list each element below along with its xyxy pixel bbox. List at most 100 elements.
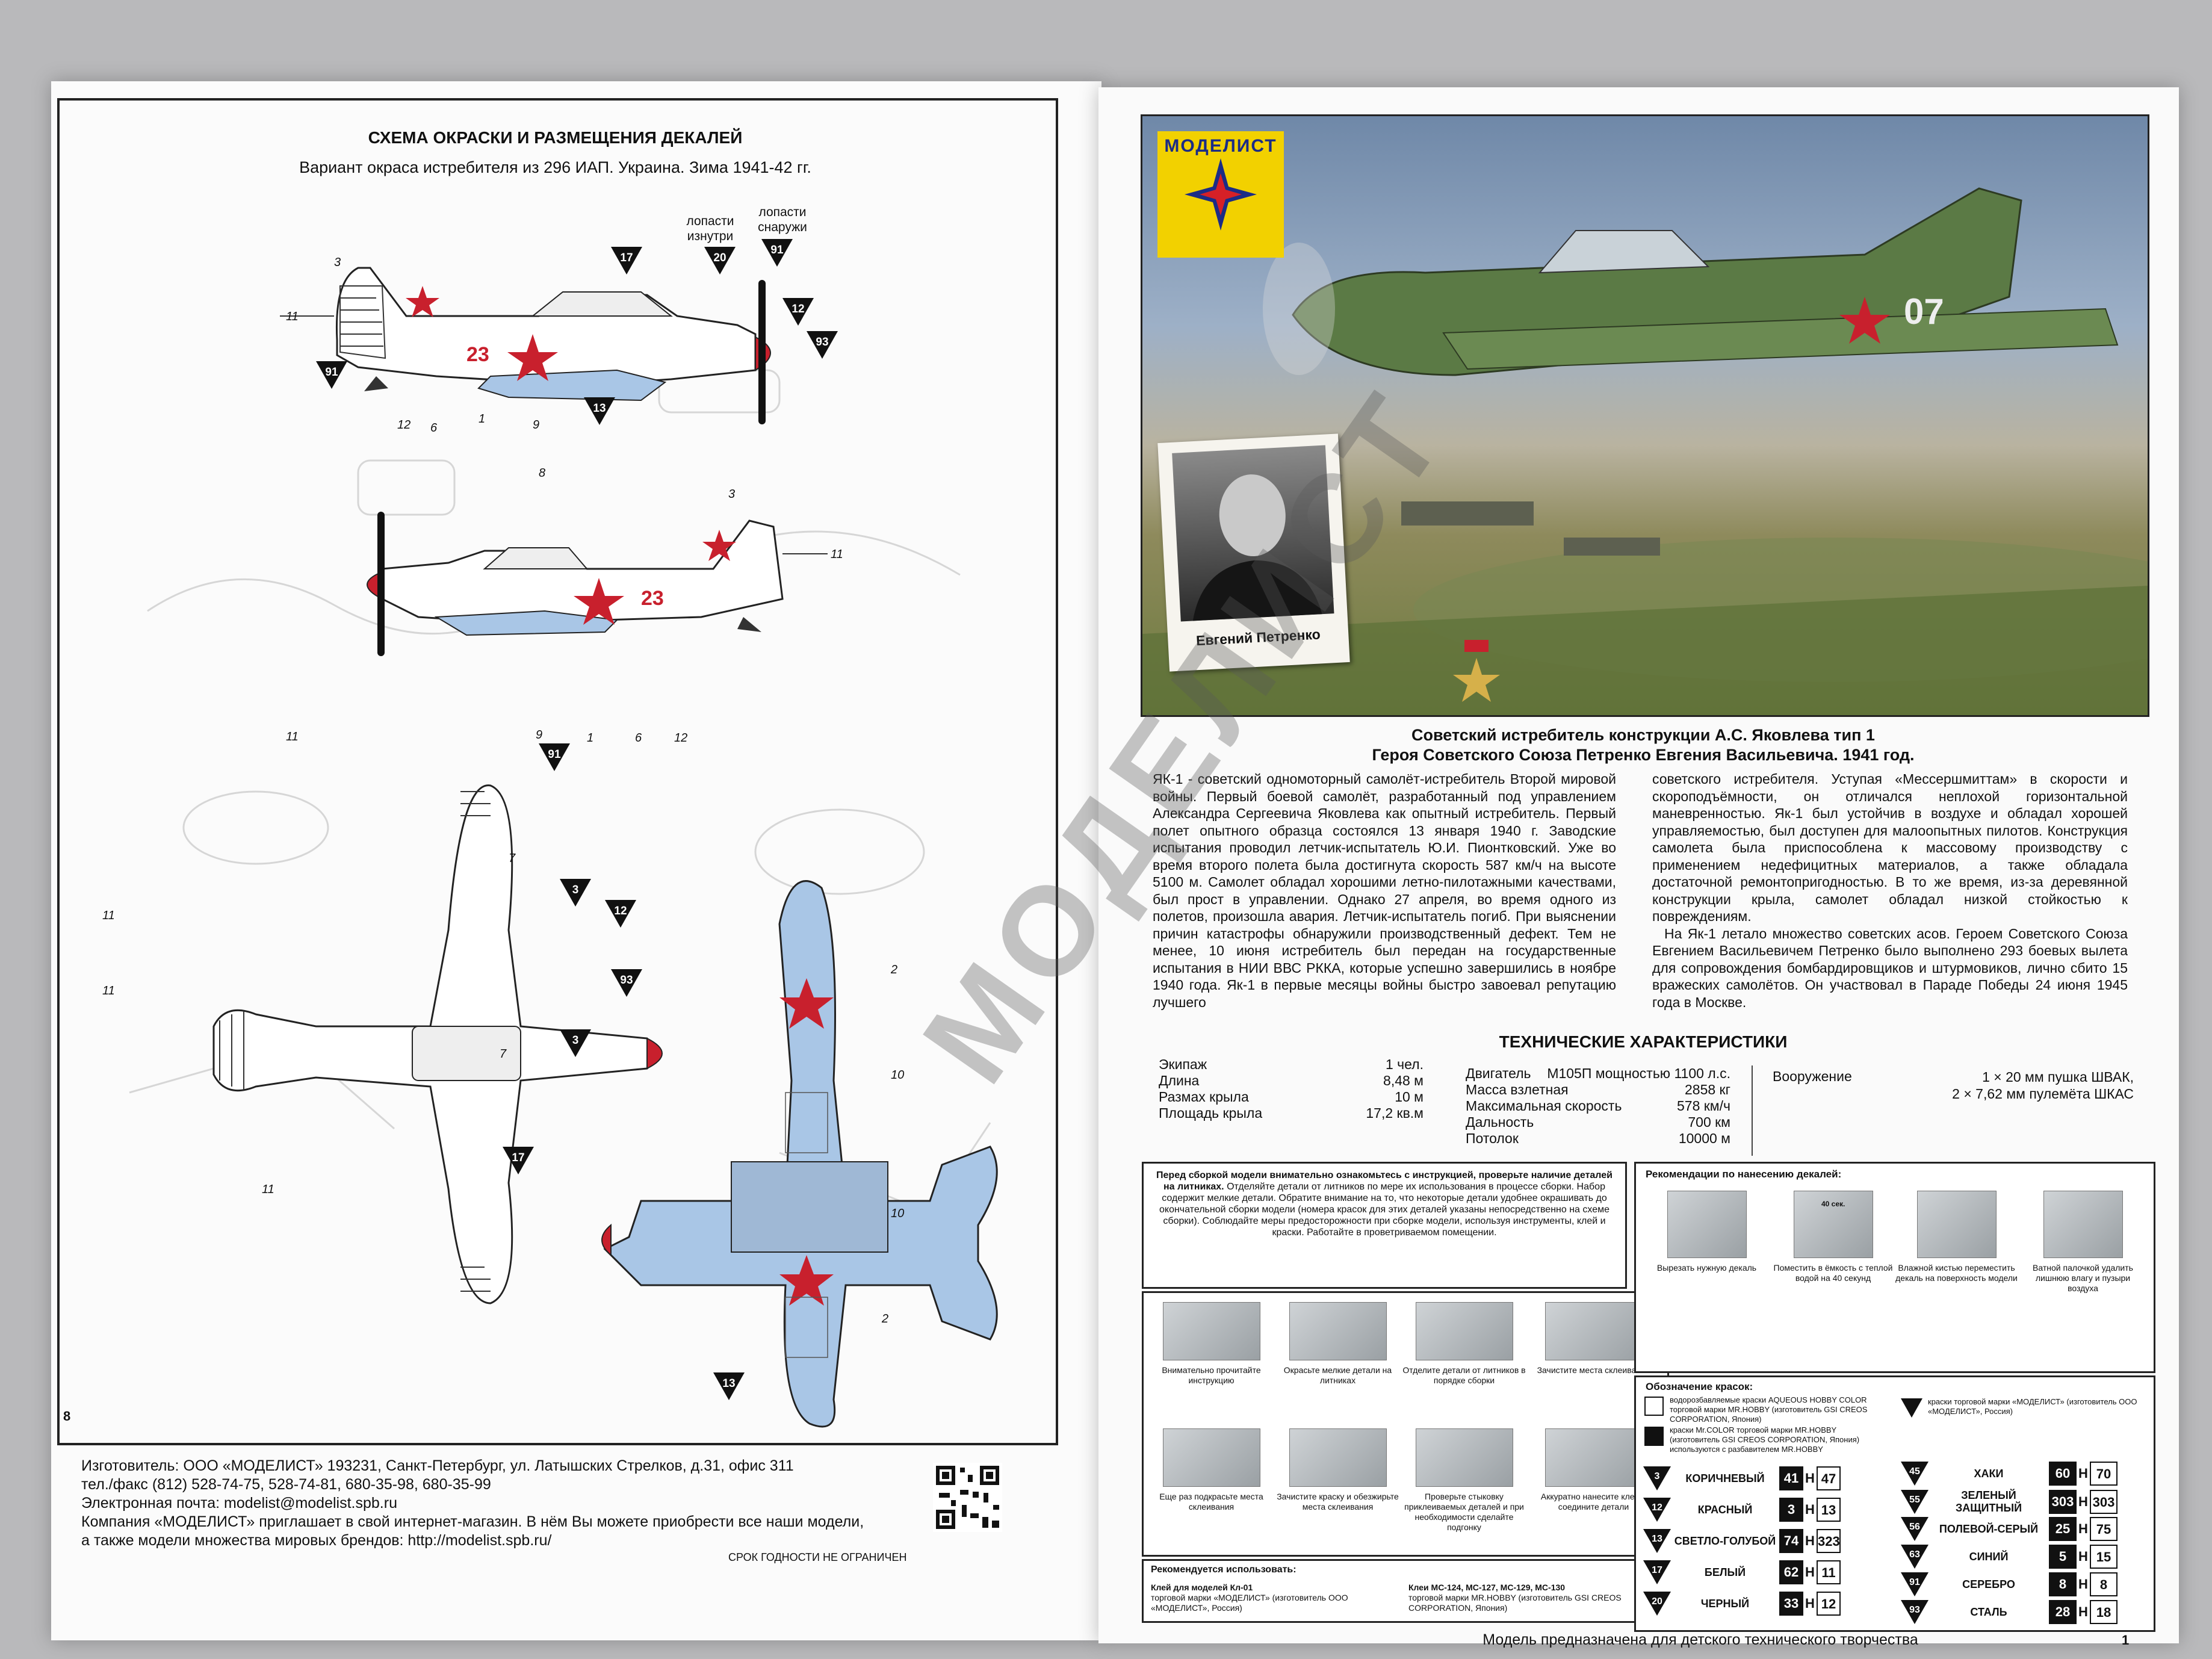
svg-text:17: 17 bbox=[512, 1152, 524, 1164]
propeller-2 bbox=[377, 512, 385, 656]
svg-text:91: 91 bbox=[1909, 1577, 1920, 1587]
paint-marker: 17 bbox=[611, 247, 642, 278]
tail-star bbox=[406, 286, 439, 317]
manufacturer-footer: Изготовитель: ООО «МОДЕЛИСТ» 193231, Сан… bbox=[81, 1457, 996, 1550]
step-1: Внимательно прочитайте инструкцию bbox=[1150, 1302, 1273, 1386]
paint-legend-mrcolor: краски Mr.COLOR торговой марки MR.HOBBY … bbox=[1670, 1425, 1860, 1454]
tail-ski bbox=[364, 376, 388, 391]
armament-values: 1 × 20 мм пушка ШВАК, 2 × 7,62 мм пулемё… bbox=[1899, 1068, 2134, 1102]
label-7d: 7 bbox=[500, 1047, 507, 1061]
tail-ski-2 bbox=[737, 617, 761, 632]
paint-title: Обозначение красок: bbox=[1646, 1381, 1753, 1392]
hero-star-medal bbox=[1453, 640, 1500, 702]
box-art-scene: 07 bbox=[1142, 187, 2148, 715]
paint-marker: 20 bbox=[704, 247, 736, 278]
painted-canopy bbox=[1538, 230, 1710, 274]
label-9a: 9 bbox=[533, 418, 540, 432]
bottom-view bbox=[601, 880, 998, 1428]
svg-text:93: 93 bbox=[1909, 1605, 1920, 1615]
label-6b: 6 bbox=[635, 731, 642, 745]
svg-text:55: 55 bbox=[1909, 1495, 1920, 1505]
label-10a: 10 bbox=[891, 1068, 905, 1082]
paint-marker: 91 bbox=[761, 239, 793, 270]
left-page: СХЕМА ОКРАСКИ И РАЗМЕЩЕНИЯ ДЕКАЛЕЙ Вариа… bbox=[51, 81, 1101, 1640]
footer-email[interactable]: Электронная почта: modelist@modelist.spb… bbox=[81, 1495, 397, 1512]
fuselage-outline bbox=[335, 267, 757, 386]
wing-star-lower bbox=[779, 1255, 834, 1306]
paint-marker: 3 bbox=[560, 879, 591, 910]
top-canopy bbox=[412, 1026, 521, 1081]
modelist-logo: МОДЕЛИСТ bbox=[1157, 131, 1284, 258]
blue-underside-2 bbox=[434, 610, 619, 636]
svg-text:13: 13 bbox=[593, 402, 606, 415]
scheme-subtitle: Вариант окраса истребителя из 296 ИАП. У… bbox=[299, 158, 811, 176]
decal-instructions: Рекомендации по нанесению декалей: Вырез… bbox=[1634, 1162, 2155, 1373]
wing-star-upper bbox=[779, 978, 834, 1029]
decal-timer: 40 сек. bbox=[1821, 1200, 1845, 1208]
notice-body: Отделяйте детали от литников по мере их … bbox=[1159, 1182, 1610, 1238]
armament-line2: 2 × 7,62 мм пулемёта ШКАС bbox=[1952, 1086, 2134, 1102]
paint-marker: 17 bbox=[503, 1147, 534, 1177]
svg-text:20: 20 bbox=[1652, 1596, 1662, 1607]
left-frame bbox=[57, 98, 1058, 1445]
blue-underside bbox=[477, 369, 667, 402]
footer-shop: Компания «МОДЕЛИСТ» приглашает в свой ин… bbox=[81, 1513, 864, 1530]
glue-title: Рекомендуется использовать: bbox=[1151, 1564, 1297, 1575]
step-3: Отделите детали от литников в порядке сб… bbox=[1402, 1302, 1526, 1386]
age-notice: Модель предназначена для детского технич… bbox=[1482, 1631, 1918, 1648]
glue-recommendation: Рекомендуется использовать: Клей для мод… bbox=[1142, 1559, 1669, 1623]
svg-text:13: 13 bbox=[1652, 1534, 1662, 1544]
label-12a: 12 bbox=[397, 418, 411, 432]
step-7: Проверьте стыковку приклеиваемых деталей… bbox=[1402, 1428, 1526, 1533]
label-11a: 11 bbox=[286, 310, 299, 323]
tail-star-2 bbox=[702, 530, 736, 561]
top-view bbox=[212, 784, 663, 1304]
right-page: 07 МОДЕЛИСТ Евгений Петренко Советский и… bbox=[1098, 87, 2179, 1648]
footer-url[interactable]: а также модели множества мировых брендов… bbox=[81, 1532, 552, 1549]
history-col2-p1: советского истребителя. Уступая «Мессерш… bbox=[1652, 771, 2128, 924]
svg-text:91: 91 bbox=[325, 366, 338, 379]
painted-star bbox=[1839, 297, 1890, 344]
footer-phone: тел./факс (812) 528-74-75, 528-74-81, 68… bbox=[81, 1476, 491, 1493]
paint-marker: 91 bbox=[539, 743, 570, 774]
specs-title: ТЕХНИЧЕСКИЕ ХАРАКТЕРИСТИКИ bbox=[1499, 1032, 1788, 1051]
svg-text:3: 3 bbox=[572, 1034, 579, 1047]
paint-marker: 12 bbox=[782, 298, 814, 329]
qr-code[interactable] bbox=[933, 1463, 1002, 1532]
step-6: Зачистите краску и обезжирьте места скле… bbox=[1276, 1428, 1399, 1512]
label-11f: 11 bbox=[262, 1183, 274, 1196]
fuselage-star bbox=[507, 334, 558, 381]
paint-marker: 13 bbox=[584, 397, 615, 428]
portrait-photo bbox=[1171, 445, 1334, 622]
svg-text:3: 3 bbox=[572, 884, 579, 896]
svg-text:56: 56 bbox=[1909, 1522, 1920, 1532]
prop-outer-note: лопасти снаружи bbox=[758, 205, 807, 234]
headline-line1: Советский истребитель конструкции А.С. Я… bbox=[1411, 726, 1875, 744]
label-9b: 9 bbox=[536, 728, 543, 742]
paint-legend: Обозначение красок: водорозбавляемые кра… bbox=[1634, 1375, 2155, 1632]
assembly-steps: Внимательно прочитайте инструкцию Окрась… bbox=[1142, 1291, 1669, 1557]
svg-text:13: 13 bbox=[722, 1377, 735, 1390]
label-11c: 11 bbox=[286, 730, 299, 743]
label-2b: 2 bbox=[882, 1312, 889, 1326]
hobby-color-symbol bbox=[1644, 1397, 1664, 1416]
svg-text:12: 12 bbox=[614, 905, 627, 917]
step-8: Аккуратно нанесите клей и соедините дета… bbox=[1532, 1428, 1655, 1512]
label-11b: 11 bbox=[831, 548, 843, 561]
prop-inner-note: лопасти изнутри bbox=[686, 214, 734, 243]
svg-text:17: 17 bbox=[620, 252, 633, 264]
rudder-stripes bbox=[339, 285, 386, 359]
